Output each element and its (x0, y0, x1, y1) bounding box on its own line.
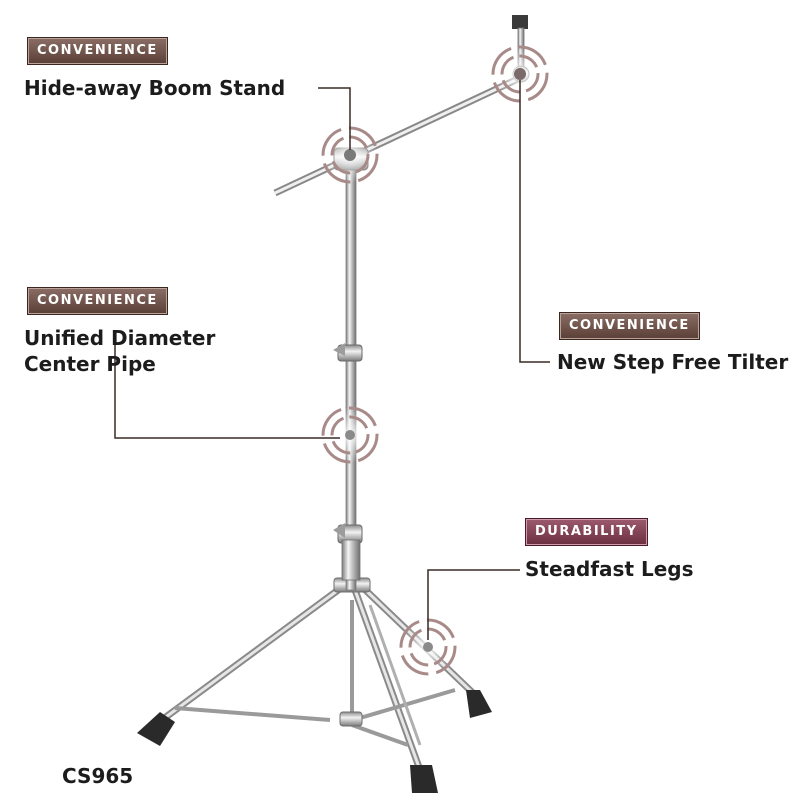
feature-tag-boom: CONVENIENCE (27, 37, 168, 65)
target-ring-pipe (321, 406, 379, 464)
feature-tag-pipe: CONVENIENCE (27, 287, 168, 315)
feature-label-boom: Hide-away Boom Stand (24, 76, 286, 100)
center-pipe (333, 159, 363, 591)
feature-label-legs: Steadfast Legs (525, 557, 694, 581)
stand-legs (137, 577, 492, 793)
callout-lines (114, 80, 550, 640)
feature-tag-legs: DURABILITY (525, 518, 648, 546)
feature-label-tilter: New Step Free Tilter (557, 350, 789, 374)
feature-label-pipe: Unified Diameter Center Pipe (24, 326, 216, 376)
model-number: CS965 (62, 764, 134, 788)
boom-arm (273, 74, 522, 197)
feature-tag-tilter: CONVENIENCE (559, 312, 700, 340)
